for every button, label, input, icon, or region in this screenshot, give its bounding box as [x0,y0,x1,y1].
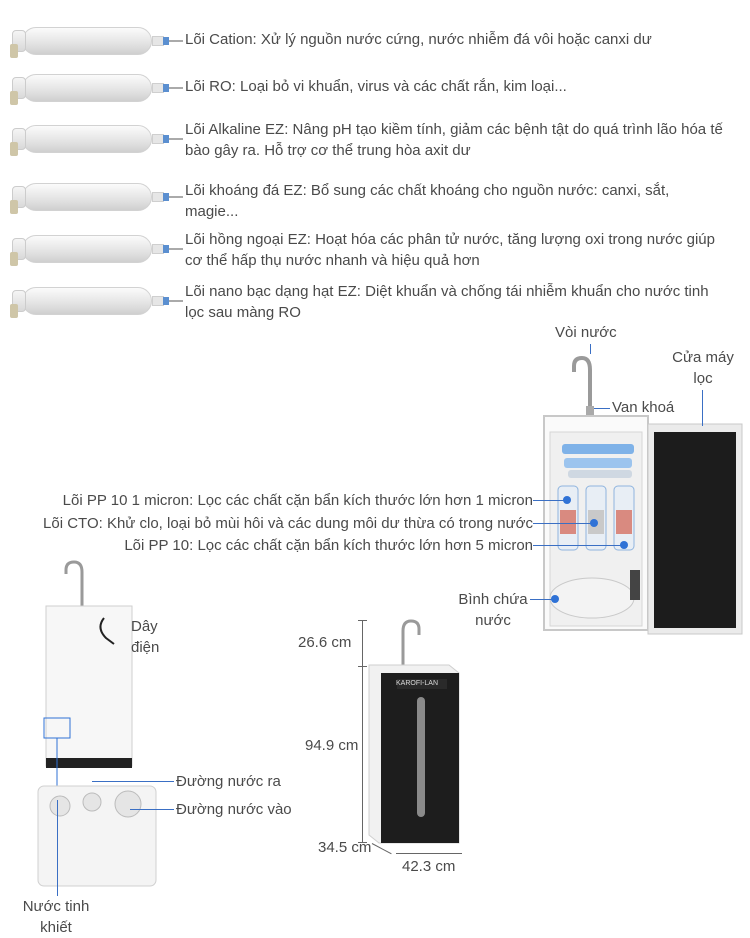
pp1-label: Lõi PP 10 1 micron: Lọc các chất cặn bẩn… [62,492,533,509]
pure-water-label-line2: khiết [40,919,72,936]
power-cable-label: Dây điện [131,616,159,658]
faucet-icon [64,560,84,606]
water-in-label: Đường nước vào [176,801,292,818]
cation-cartridge-image [10,24,183,58]
nano-silver-label: Lõi nano bạc dạng hạt EZ: Diệt khuẩn và … [185,283,709,321]
brand-text: KAROFI-LAN [396,680,439,687]
tank-label-line2: nước [475,612,511,629]
ro-label: Lõi RO: Loại bỏ vi khuẩn, virus và các c… [185,78,567,95]
width-label: 42.3 cm [402,858,456,875]
pure-water-label: Nước tinh khiết [16,896,96,938]
tank-label: Bình chứa nước [455,589,531,631]
pure-water-label-line1: Nước tinh [22,898,90,915]
nano-silver-cartridge-image [10,284,183,318]
body-height-label: 94.9 cm [305,737,359,754]
tank-label-line1: Bình chứa [458,591,528,608]
mineral-cartridge-image [10,180,183,214]
infrared-cartridge-image [10,232,183,266]
cto-label: Lõi CTO: Khử clo, loại bỏ mùi hôi và các… [43,515,533,532]
water-out-label: Đường nước ra [176,773,281,790]
power-cable-label-line2: điện [131,639,160,656]
power-cable-label-line1: Dây [131,618,158,635]
dimension-illustration [368,619,460,844]
faucet-height-label: 26.6 cm [298,634,352,651]
ro-cartridge-image [10,71,183,105]
door-label-line1: Cửa máy [672,349,734,366]
faucet-icon [401,619,421,665]
rear-view-illustration [37,560,157,887]
pp5-label: Lõi PP 10: Lọc các chất cặn bẩn kích thư… [124,537,533,554]
door-label: Cửa máy lọc [668,347,738,389]
power-cable-icon [99,617,115,645]
infrared-label: Lõi hồng ngoại EZ: Hoạt hóa các phân tử … [185,231,715,269]
cation-label: Lõi Cation: Xử lý nguồn nước cứng, nước … [185,31,652,48]
faucet-icon [572,355,592,408]
alkaline-cartridge-image [10,122,183,156]
depth-label: 34.5 cm [318,839,372,856]
door-label-line2: lọc [693,370,713,387]
valve-label: Van khoá [612,399,675,416]
mineral-label: Lõi khoáng đá EZ: Bổ sung các chất khoán… [185,182,670,220]
open-machine-illustration [543,355,743,635]
faucet-label: Vòi nước [555,324,617,341]
alkaline-label: Lõi Alkaline EZ: Nâng pH tạo kiềm tính, … [185,121,723,159]
